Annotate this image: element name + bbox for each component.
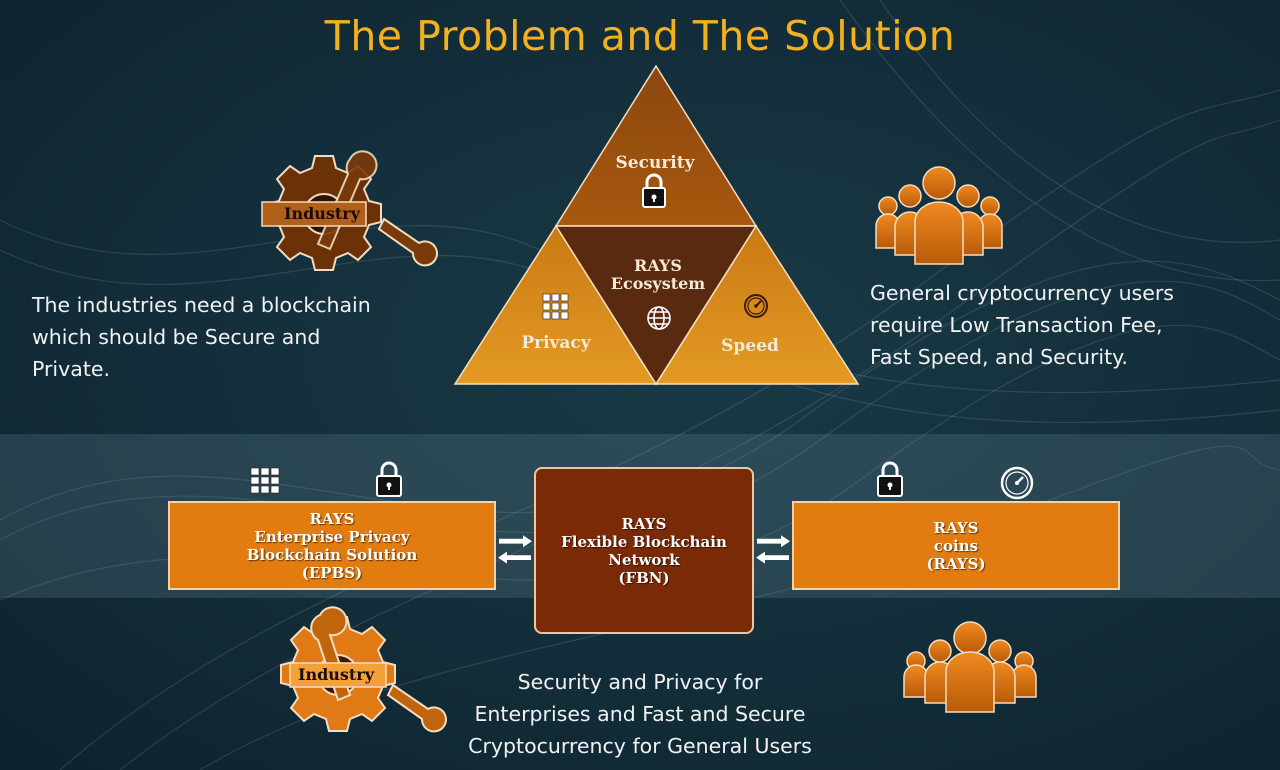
epbs-line: (EPBS): [301, 563, 363, 582]
speedometer-icon: [744, 294, 768, 318]
double-arrow-icon: [756, 535, 790, 564]
fbn-line: RAYS: [621, 514, 667, 533]
lock-icon: [642, 173, 666, 208]
left-line: Private.: [32, 357, 110, 381]
people-group-icon-bottom: [903, 621, 1037, 713]
bottom-description: Security and Privacy for Enterprises and…: [440, 666, 840, 762]
epbs-line: Blockchain Solution: [246, 545, 418, 564]
right-line: Fast Speed, and Security.: [870, 345, 1128, 369]
coins-line: RAYS: [933, 518, 979, 537]
bottom-line: Security and Privacy for: [517, 670, 763, 694]
right-line: require Low Transaction Fee,: [870, 313, 1163, 337]
fbn-line: (FBN): [618, 568, 670, 587]
left-line: The industries need a blockchain: [32, 293, 371, 317]
triangle-left-label: Privacy: [521, 333, 591, 353]
lock-icon: [877, 461, 903, 497]
coins-line: (RAYS): [926, 554, 986, 573]
coins-line: coins: [933, 536, 979, 555]
industry-label-top: Industry: [284, 204, 361, 223]
fbn-line: Flexible Blockchain: [561, 532, 727, 551]
fbn-line: Network: [608, 550, 680, 569]
industry-label-bottom: Industry: [298, 665, 375, 684]
rays-ecosystem-triangle: [453, 64, 860, 386]
epbs-line: RAYS: [309, 509, 355, 528]
right-line: General cryptocurrency users: [870, 281, 1174, 305]
coins-box: RAYS coins (RAYS): [792, 501, 1120, 590]
left-description: The industries need a blockchain which s…: [32, 289, 371, 385]
triangle-top-label: Security: [616, 153, 696, 173]
bottom-line: Cryptocurrency for General Users: [468, 734, 812, 758]
grid-icon: [250, 467, 280, 494]
bottom-line: Enterprises and Fast and Secure: [474, 702, 806, 726]
epbs-line: Enterprise Privacy: [254, 527, 410, 546]
triangle-center-label-1: RAYS: [634, 256, 682, 275]
triangle-center-label-2: Ecosystem: [611, 274, 705, 293]
industry-gear-icon-top: Industry: [261, 150, 438, 271]
right-description: General cryptocurrency users require Low…: [870, 277, 1174, 373]
fbn-box: RAYS Flexible Blockchain Network (FBN): [534, 467, 754, 634]
triangle-center-ecosystem: [554, 225, 758, 386]
globe-icon: [647, 306, 671, 330]
triangle-right-label: Speed: [721, 336, 779, 356]
left-line: which should be Secure and: [32, 325, 321, 349]
speedometer-icon: [1000, 466, 1034, 500]
epbs-box: RAYS Enterprise Privacy Blockchain Solut…: [168, 501, 496, 590]
grid-icon: [542, 293, 569, 320]
lock-icon: [376, 461, 402, 497]
double-arrow-icon: [498, 535, 532, 564]
industry-gear-icon-bottom: Industry: [280, 606, 447, 733]
page-title: The Problem and The Solution: [324, 12, 956, 60]
people-group-icon-top: [875, 166, 1003, 265]
